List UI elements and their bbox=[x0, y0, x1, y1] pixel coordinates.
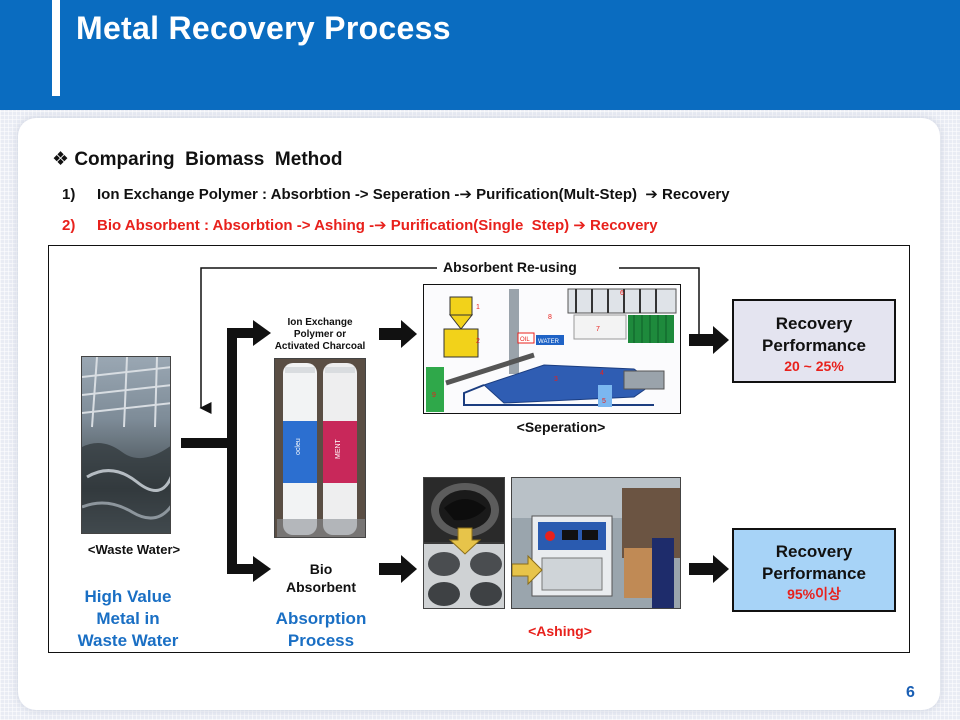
step-number: 2) bbox=[62, 217, 76, 234]
page-number: 6 bbox=[906, 684, 915, 701]
callout-number: 6 bbox=[620, 290, 624, 297]
callout-number: 3 bbox=[554, 376, 558, 383]
separation-machine-illustration: OIL WATER 1 2 3 4 5 bbox=[423, 284, 681, 414]
ashing-caption: <Ashing> bbox=[528, 623, 592, 639]
step-text: Bio Absorbent : Absorbtion -> Ashing -➔ … bbox=[97, 217, 658, 234]
filter-text-left: ocleu bbox=[295, 438, 302, 455]
ashing-furnace-photo bbox=[511, 477, 681, 609]
callout-number: 9 bbox=[432, 392, 436, 399]
process-arrow bbox=[689, 326, 729, 354]
heading-text: Comparing Biomass Method bbox=[74, 149, 343, 170]
comparison-heading: ❖ Comparing Biomass Method bbox=[52, 148, 342, 171]
method-step-1: 1) Ion Exchange Polymer : Absorbtion -> S… bbox=[62, 185, 730, 203]
diamond-bullet-icon: ❖ bbox=[52, 149, 70, 170]
process-arrow bbox=[379, 555, 417, 583]
callout-number: 1 bbox=[476, 304, 480, 311]
step-number: 1) bbox=[62, 186, 76, 203]
method-step-2: 2) Bio Absorbent : Absorbtion -> Ashing -… bbox=[62, 216, 658, 234]
reuse-label: Absorbent Re-using bbox=[443, 259, 577, 275]
separation-caption: <Seperation> bbox=[516, 419, 606, 435]
process-arrow bbox=[379, 320, 417, 348]
step-text: Ion Exchange Polymer : Absorbtion -> Sep… bbox=[97, 186, 730, 203]
recovery-value: 20 ~ 25% bbox=[784, 358, 844, 374]
callout-number: 2 bbox=[476, 338, 480, 345]
process-diagram: Absorbent Re-using <Waste Water> High Va… bbox=[48, 245, 910, 653]
callout-number: 7 bbox=[596, 326, 600, 333]
oil-tag: OIL bbox=[520, 337, 530, 343]
waste-water-photo bbox=[81, 356, 171, 534]
callout-number: 8 bbox=[548, 314, 552, 321]
process-arrow bbox=[689, 555, 729, 583]
header-banner bbox=[0, 0, 960, 110]
recovery-performance-box-bottom: Recovery Performance 95%이상 bbox=[732, 528, 896, 612]
recovery-value: 95%이상 bbox=[787, 586, 841, 602]
connector-lines bbox=[181, 267, 729, 583]
header-accent-bar bbox=[52, 0, 60, 96]
filter-cartridge-photo: ocleu MENT bbox=[274, 358, 366, 538]
filter-text-right: MENT bbox=[335, 438, 342, 459]
waste-water-caption: <Waste Water> bbox=[87, 542, 181, 557]
callout-number: 4 bbox=[600, 370, 604, 377]
callout-number: 5 bbox=[602, 398, 606, 405]
recovery-performance-box-top: Recovery Performance 20 ~ 25% bbox=[732, 299, 896, 383]
water-tag: WATER bbox=[538, 339, 560, 345]
slide-title: Metal Recovery Process bbox=[76, 10, 451, 46]
ashing-sample-photo bbox=[423, 477, 505, 609]
